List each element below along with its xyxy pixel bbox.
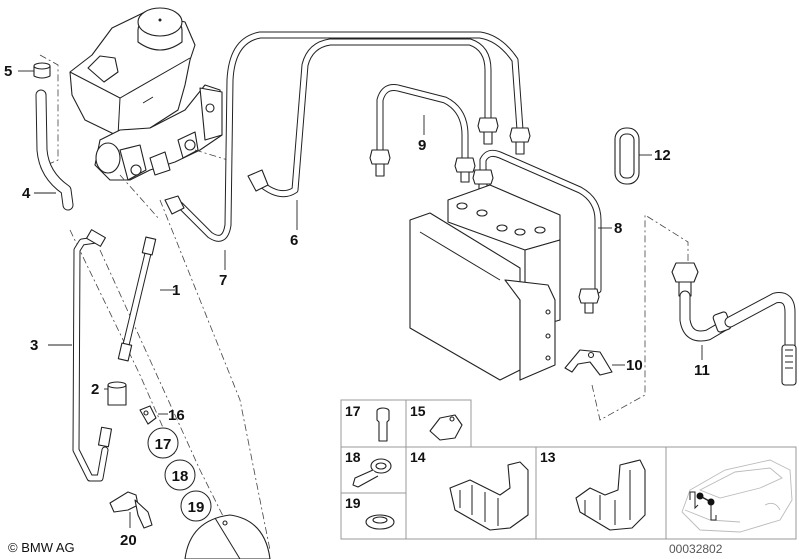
callout-1: 1 xyxy=(172,282,180,299)
part-5-cap xyxy=(33,62,51,79)
callout-9: 9 xyxy=(418,137,426,154)
detail-box-19: 19 xyxy=(345,495,395,530)
part-1-pipe xyxy=(117,236,157,362)
assembly-line xyxy=(159,199,271,551)
svg-text:19: 19 xyxy=(345,495,361,511)
assembly-line xyxy=(119,174,161,221)
callout-5: 5 xyxy=(4,63,12,80)
circled-callout-19: 19 xyxy=(180,490,212,522)
detail-box-17: 17 xyxy=(345,403,390,442)
svg-text:15: 15 xyxy=(410,403,426,419)
svg-text:19: 19 xyxy=(188,499,205,516)
svg-text:17: 17 xyxy=(345,403,361,419)
svg-text:14: 14 xyxy=(410,449,426,465)
svg-text:18: 18 xyxy=(345,449,361,465)
assembly-line xyxy=(194,149,229,161)
part-10-bracket xyxy=(564,349,613,376)
part-9-pipe xyxy=(376,84,469,164)
brake-booster xyxy=(184,514,271,559)
detail-box-15: 15 xyxy=(410,403,463,441)
detail-box-18: 18 xyxy=(345,449,392,488)
svg-text:13: 13 xyxy=(540,449,556,465)
part-7-pipe xyxy=(164,31,524,242)
part-20-fitting xyxy=(109,491,153,529)
abs-hydraulic-unit xyxy=(409,149,602,381)
part-6-pipe xyxy=(247,38,492,198)
part-11-brake-hose xyxy=(671,262,797,386)
callout-20: 20 xyxy=(120,532,137,549)
svg-text:18: 18 xyxy=(172,468,189,485)
callout-7: 7 xyxy=(219,272,227,289)
circled-callout-17: 17 xyxy=(147,427,179,459)
assembly-line xyxy=(591,214,689,421)
callout-10: 10 xyxy=(626,357,643,374)
svg-text:17: 17 xyxy=(155,436,172,453)
callout-16: 16 xyxy=(168,407,185,424)
part-4-hose xyxy=(35,89,74,211)
pipe-nuts xyxy=(369,117,531,183)
drawing-number: 00032802 xyxy=(669,542,723,556)
part-3-pipe xyxy=(72,229,113,482)
copyright-text: © BMW AG xyxy=(8,540,75,555)
detail-box-14: 14 xyxy=(410,449,529,531)
callout-11: 11 xyxy=(694,362,710,379)
detail-box-13: 13 xyxy=(540,449,646,531)
callout-4: 4 xyxy=(22,185,31,202)
part-16-screw xyxy=(139,405,157,425)
part-12-grommet xyxy=(614,127,640,185)
vehicle-locator-view xyxy=(681,459,793,533)
callout-2: 2 xyxy=(91,381,99,398)
callout-8: 8 xyxy=(614,220,622,237)
callout-6: 6 xyxy=(290,232,298,249)
master-cylinder-reservoir xyxy=(69,7,223,181)
leader-lines xyxy=(18,70,703,528)
callout-3: 3 xyxy=(30,337,38,354)
part-2-union xyxy=(107,381,127,406)
circled-callout-18: 18 xyxy=(164,459,196,491)
callout-12: 12 xyxy=(654,147,671,164)
assembly-line xyxy=(69,229,176,456)
